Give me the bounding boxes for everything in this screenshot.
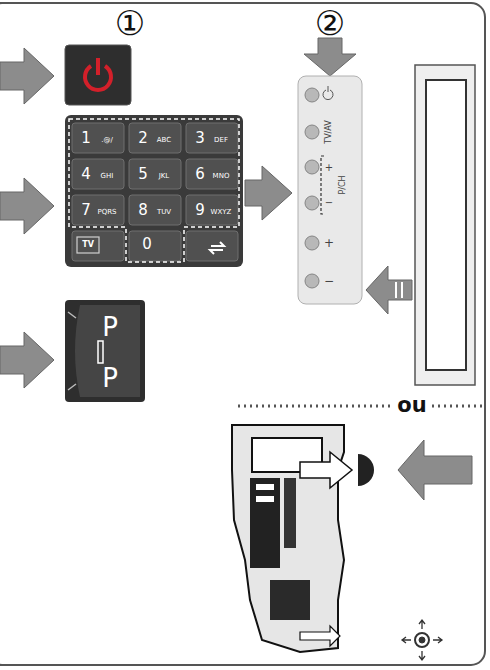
key-letters: ABC: [157, 137, 171, 144]
keypad-key: [72, 159, 124, 189]
tv-back-block: [270, 580, 310, 620]
key-digit: 4: [81, 167, 91, 182]
arrow-stripes: [396, 282, 402, 298]
button-label: P/CH: [339, 175, 347, 194]
keypad-keys: [72, 123, 238, 261]
tv-back: [232, 425, 344, 652]
keypad-key: [186, 123, 238, 153]
frame: [0, 3, 485, 665]
key-digit: 7: [81, 203, 91, 218]
key-digit: 3: [195, 131, 205, 146]
control-knob: [358, 454, 374, 486]
hollow-arrow: [300, 626, 340, 646]
dotted-selection: [69, 119, 239, 262]
button-label: −: [324, 275, 334, 287]
tv-front: [415, 65, 475, 385]
button-label: TV/AV: [325, 120, 333, 144]
rocker-edge: [68, 312, 76, 390]
button-label: +: [324, 237, 334, 249]
swap-icon: [210, 242, 224, 254]
key-digit: 9: [195, 203, 205, 218]
callout-number: ①: [115, 6, 145, 40]
keypad-key: [129, 123, 181, 153]
keypad-key: [72, 123, 124, 153]
keypad-key: [129, 231, 181, 261]
key-letters: JKL: [159, 173, 170, 180]
tv-screen: [426, 80, 466, 370]
program-rocker: [65, 300, 145, 402]
side-buttons: [305, 88, 319, 288]
key-digit: 6: [195, 167, 205, 182]
rocker-label: P: [102, 365, 118, 391]
key-digit: 1: [81, 131, 91, 146]
key-letters: GHI: [101, 173, 114, 180]
rocker-divider: [98, 341, 103, 363]
side-button-panel: [298, 76, 362, 304]
tv-key-outline: [77, 237, 99, 253]
separator: [238, 405, 392, 408]
key-digit: 2: [138, 131, 148, 146]
key-letters: WXYZ: [211, 209, 232, 216]
keypad-key: [129, 159, 181, 189]
keypad-key: [186, 159, 238, 189]
keypad-key: [186, 195, 238, 225]
rocker-face: [75, 305, 140, 397]
key-letters: PQRS: [97, 209, 116, 216]
key-digit: 5: [138, 167, 148, 182]
key-digit: 8: [138, 203, 148, 218]
keypad: [65, 115, 243, 267]
standby-mark: [323, 86, 333, 100]
keypad-key: [186, 231, 238, 261]
separator: [432, 405, 482, 408]
button-label: +: [325, 163, 333, 173]
power-button: [65, 45, 131, 105]
hollow-arrow: [300, 452, 352, 488]
tv-port: [256, 484, 274, 490]
key-letters: .@/: [101, 137, 113, 144]
or-word: ou: [397, 395, 426, 416]
key-digit: 0: [142, 237, 152, 252]
key-label: TV: [82, 241, 94, 249]
keypad-key: [129, 195, 181, 225]
keypad-key: [72, 231, 124, 261]
key-letters: MNO: [213, 173, 230, 180]
callout-number: ②: [315, 6, 345, 40]
rocker-label: P: [102, 314, 118, 340]
key-letters: DEF: [214, 137, 228, 144]
tv-back-block: [250, 478, 280, 568]
tv-back-block: [284, 478, 296, 548]
keypad-key: [72, 195, 124, 225]
power-icon: [96, 58, 100, 75]
joystick-symbol: [402, 620, 442, 660]
tv-port: [256, 496, 274, 502]
bracket: [321, 156, 324, 214]
button-label: −: [325, 198, 333, 208]
key-letters: TUV: [157, 209, 171, 216]
